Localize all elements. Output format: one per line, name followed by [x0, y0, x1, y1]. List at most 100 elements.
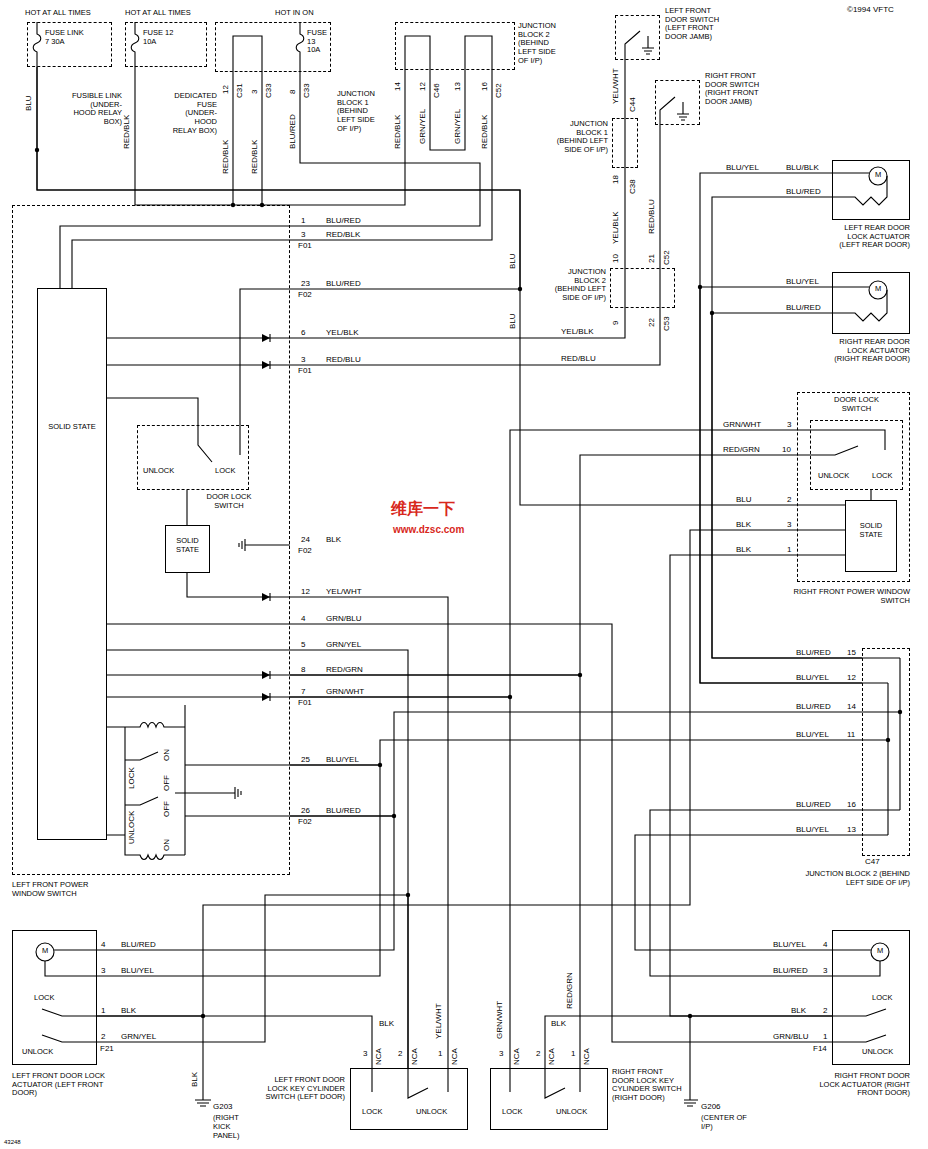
- component-box: HOT AT ALL TIMESFUSE 12 10ADEDICATED FUS…: [125, 22, 207, 67]
- pin-number: 7: [300, 688, 306, 696]
- component-box: MLEFT REAR DOOR LOCK ACTUATOR (LEFT REAR…: [832, 160, 910, 220]
- pin-number: 14: [846, 703, 857, 711]
- component-caption: LEFT FRONT POWER WINDOW SWITCH: [12, 881, 102, 898]
- wire-label: BLU/RED: [785, 304, 822, 312]
- connector-id: F14: [812, 1045, 828, 1053]
- wire-label: BLU/RED: [120, 941, 157, 949]
- motor-symbol: [869, 167, 887, 185]
- wire: [97, 765, 380, 976]
- wire: [624, 168, 625, 268]
- connector-id: C33: [265, 82, 273, 99]
- wire-label: NCA: [513, 1047, 521, 1066]
- wire-label: GRN/WHT: [325, 688, 365, 696]
- component-text: LOCK: [502, 1108, 532, 1117]
- wire: [97, 895, 408, 1068]
- wire-label: OFF: [163, 774, 171, 792]
- connector-id: F01: [297, 242, 313, 250]
- wire-label: BLK: [191, 1071, 199, 1088]
- wire: [290, 624, 832, 1042]
- connector-id: F02: [297, 291, 313, 299]
- component-box: SOLID STATE: [37, 288, 107, 840]
- wire-label: OFF: [163, 800, 171, 818]
- wire-label: NCA: [548, 1047, 556, 1066]
- wire-label: BLU/RED: [772, 967, 809, 975]
- wire-label: BLU/YEL: [772, 941, 807, 949]
- component-text: M: [874, 947, 886, 956]
- wire-label: BLU/RED: [289, 113, 297, 150]
- pin-number: 16: [846, 801, 857, 809]
- component-box: RIGHT FRONT POWER WINDOW SWITCHDOOR LOCK…: [797, 392, 910, 582]
- component-box: DOOR LOCK SWITCHUNLOCKLOCK: [810, 420, 903, 490]
- diode-symbol: [262, 334, 270, 701]
- pin-number: 16: [481, 81, 489, 92]
- wire-label: BLU/RED: [785, 188, 822, 196]
- pin-number: 1: [100, 1007, 106, 1015]
- pin-number: 14: [394, 81, 402, 92]
- wire: [37, 67, 797, 505]
- component-caption: JUNCTION BLOCK 2 (BEHIND LEFT SIDE OF I/…: [552, 268, 606, 303]
- wire-label: UNLOCK: [128, 810, 136, 845]
- pin-number: 9: [612, 320, 620, 326]
- component-caption: HOT AT ALL TIMES: [125, 9, 220, 18]
- wire-label: BLU/YEL: [120, 967, 155, 975]
- diode-bar: [269, 334, 270, 701]
- component-box: SOLID STATE: [845, 500, 897, 572]
- wire-label: BLU: [25, 94, 33, 112]
- wire-label: BLU/YEL: [795, 731, 830, 739]
- wire-label: GRN/YEL: [454, 108, 462, 145]
- component-caption: DOOR LOCK SWITCH: [829, 396, 884, 413]
- pin-number: 2: [535, 1050, 541, 1058]
- wire-label: NCA: [375, 1047, 383, 1066]
- component-text: UNLOCK: [556, 1108, 596, 1117]
- pin-number: 18: [612, 174, 620, 185]
- wire: [290, 430, 797, 697]
- wire: [290, 675, 580, 1068]
- wire-label: RED/BLK: [325, 231, 361, 239]
- pin-number: 15: [846, 649, 857, 657]
- wire: [545, 1016, 832, 1068]
- wire: [290, 697, 510, 1068]
- component-caption: RIGHT FRONT POWER WINDOW SWITCH: [787, 588, 910, 605]
- watermark: 维库一下: [390, 500, 456, 517]
- connector-id: C46: [433, 82, 441, 99]
- pin-number: 3: [362, 1050, 368, 1058]
- wire-label: GRN/YEL: [419, 108, 427, 145]
- component-text: LOCK: [215, 467, 245, 476]
- pin-number: 21: [648, 253, 656, 264]
- wire-label: YEL/WHT: [435, 1002, 443, 1040]
- pin-number: 1: [570, 1050, 576, 1058]
- wire-label: (RIGHT KICK PANEL): [212, 1113, 259, 1140]
- pin-number: 12: [300, 588, 311, 596]
- wire-label: NCA: [451, 1047, 459, 1066]
- wire-label: RED/BLK: [481, 114, 489, 150]
- wire: [290, 740, 862, 765]
- wire-label: YEL/WHT: [325, 588, 363, 596]
- wire: [635, 835, 862, 950]
- wire-label: ON: [163, 838, 171, 852]
- wire-label: GRN/YEL: [120, 1033, 157, 1041]
- wire-label: BLU/YEL: [785, 278, 820, 286]
- fuse-symbol: [33, 22, 304, 72]
- component-box: HOT AT ALL TIMESFUSE LINK 7 30AFUSIBLE L…: [27, 22, 112, 67]
- wire: [290, 712, 862, 816]
- pin-number: 22: [648, 317, 656, 328]
- component-box: LOCKUNLOCKRIGHT FRONT DOOR LOCK KEY CYLI…: [490, 1068, 608, 1130]
- wire-label: BLK: [120, 1007, 137, 1015]
- wire: [712, 313, 862, 658]
- component-text: FUSE 12 10A: [143, 29, 183, 46]
- wire: [97, 816, 394, 950]
- pin-number: 12: [846, 674, 857, 682]
- component-text: UNLOCK: [818, 472, 858, 481]
- wire-label: GRN/WHT: [496, 1000, 504, 1040]
- component-box: RIGHT FRONT DOOR SWITCH (RIGHT FRONT DOO…: [655, 80, 700, 125]
- component-caption: RIGHT FRONT DOOR LOCK ACTUATOR (RIGHT FR…: [812, 1072, 910, 1098]
- component-text: M: [39, 947, 51, 956]
- connector-id: F02: [297, 818, 313, 826]
- pin-number: 3: [100, 967, 106, 975]
- component-text: FUSE LINK 7 30A: [45, 29, 85, 46]
- connector-id: C52: [495, 82, 503, 99]
- pin-number: 4: [100, 941, 106, 949]
